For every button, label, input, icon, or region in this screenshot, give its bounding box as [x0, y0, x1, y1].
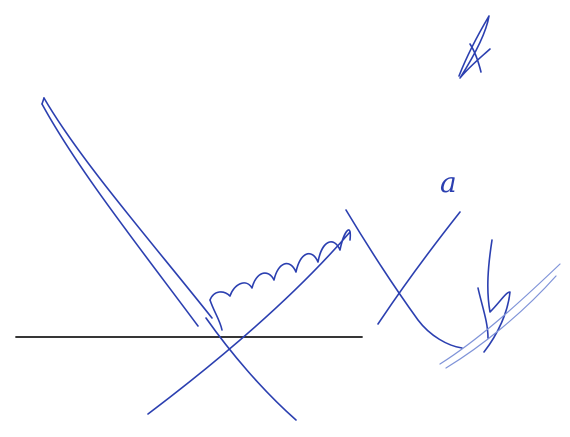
lower-right-figure — [439, 239, 561, 369]
angle-label: a — [440, 166, 457, 199]
coil-spring — [209, 229, 352, 331]
scribble-mark-top-right — [458, 15, 491, 79]
diagonal-line-lower — [147, 231, 351, 415]
diagonal-line-cross — [205, 317, 297, 421]
crossed-strokes-right — [345, 209, 463, 349]
diagonal-spike — [41, 97, 213, 327]
